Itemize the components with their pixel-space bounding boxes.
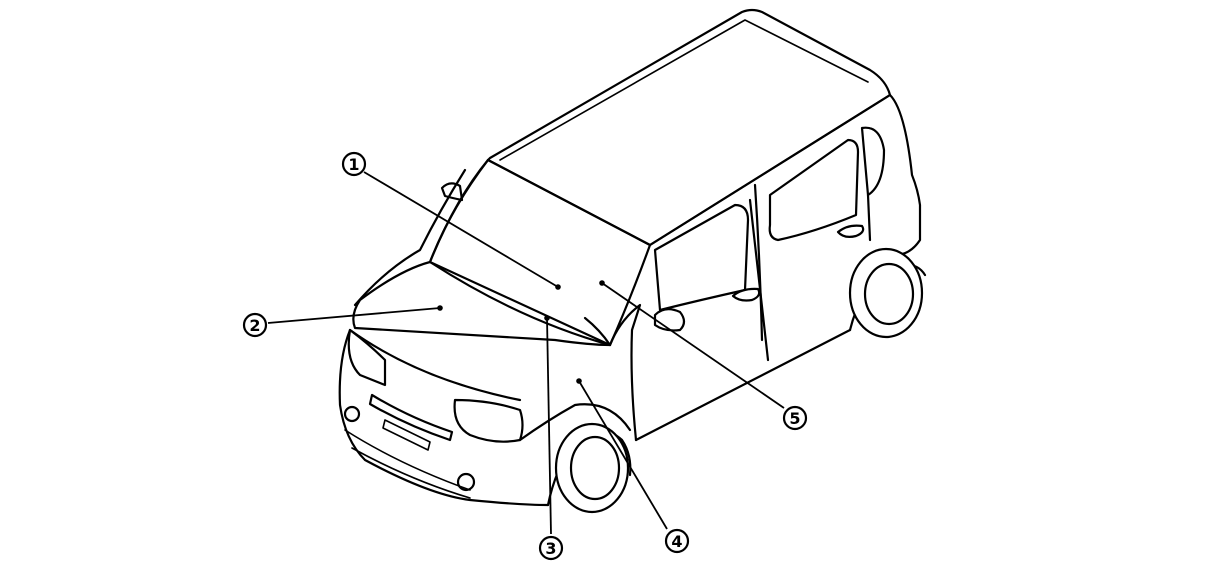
rear-quarter-window [860,126,886,197]
callout-1-circle [341,151,367,177]
point-4 [576,378,582,384]
callout-2-label: 2 [249,316,260,335]
callout-2: 2 [242,312,268,338]
callout-5: 5 [782,405,808,431]
point-5 [599,280,605,286]
side-body [648,93,922,257]
left-fog-light [343,405,361,423]
side-mirror [440,182,464,202]
callout-1: 1 [341,151,367,177]
rear-door-window [768,138,860,242]
leader-line-1 [363,171,559,288]
callout-5-circle [782,405,808,431]
hood [352,260,612,347]
callout-3: 3 [538,535,564,561]
leader-line-3 [546,317,552,535]
door-mirror [653,308,686,332]
grille [368,393,454,442]
callout-3-label: 3 [545,539,556,558]
leader-line-4 [578,380,668,530]
leader-line-2 [267,307,441,324]
front-wheel [554,422,630,514]
callout-3-circle [538,535,564,561]
right-fog-light [456,472,476,492]
front-door-handle [731,287,761,302]
point-2 [437,305,443,311]
windshield [428,158,652,347]
right-headlight [453,398,524,443]
callout-5-label: 5 [789,409,800,428]
left-headlight [347,328,387,387]
callout-points [437,280,605,384]
callout-4-label: 4 [671,532,682,551]
roof [486,8,892,247]
leader-lines [267,171,785,535]
rear-door-handle [836,224,865,238]
leader-line-5 [601,282,785,409]
callout-1-label: 1 [348,155,359,174]
callout-4-circle [664,528,690,554]
callout-2-circle [242,312,268,338]
point-3 [544,315,550,321]
point-1 [555,284,561,290]
vehicle-outline [338,8,927,514]
callout-4: 4 [664,528,690,554]
